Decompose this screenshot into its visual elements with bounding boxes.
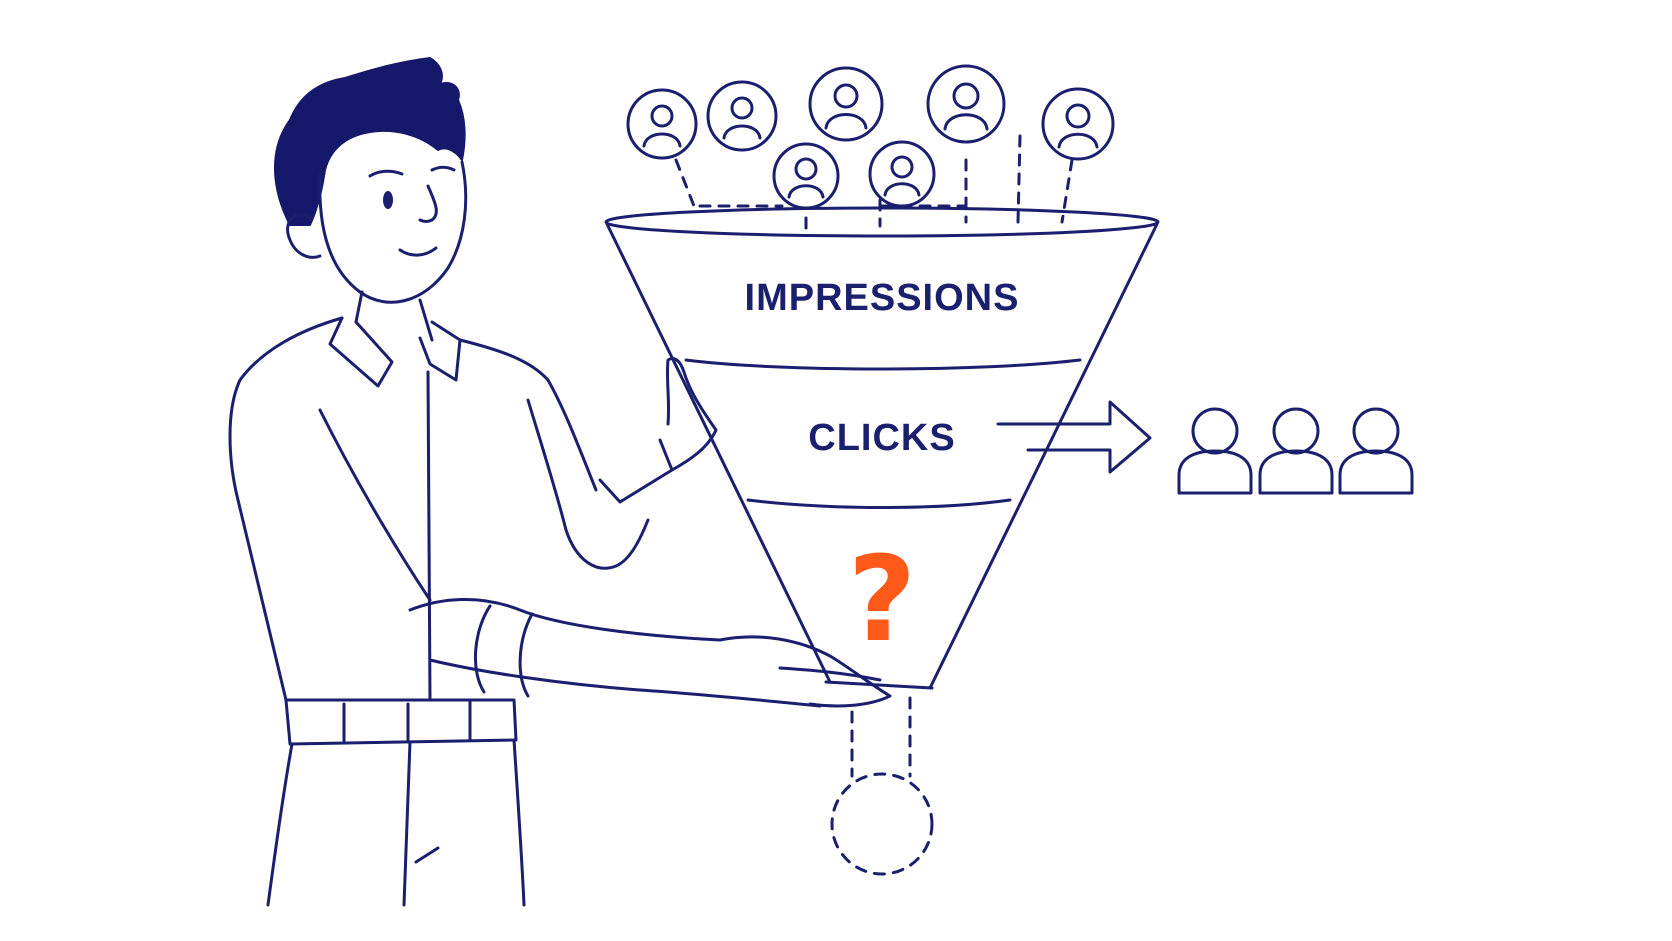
drop-line (674, 158, 696, 208)
funnel-divider-1 (684, 358, 1082, 371)
person-shirt-right (458, 338, 598, 492)
user-icon (1258, 407, 1334, 495)
user-circle-icon (1041, 87, 1115, 161)
person-lower-cuff (473, 604, 492, 694)
person-nose (418, 184, 438, 223)
person-collar (328, 316, 394, 388)
user-circle-icon (626, 88, 698, 160)
user-circle-icon (772, 142, 840, 210)
person-trousers-2 (512, 738, 526, 907)
drop-line (1060, 158, 1074, 224)
funnel-right-edge (928, 222, 1159, 690)
user-icon (1338, 407, 1414, 495)
person-belt (284, 698, 518, 746)
funnel-left-edge (605, 222, 832, 684)
person-shirt (228, 316, 344, 702)
person-trousers (266, 742, 294, 907)
person-figure (228, 57, 892, 907)
person-hair (273, 57, 466, 226)
arrow-right-icon (996, 400, 1152, 474)
person-pocket (414, 846, 440, 864)
funnel-spout (824, 680, 934, 690)
person-neck-2 (418, 298, 434, 342)
person-lower-arm (408, 597, 722, 642)
person-neck (354, 290, 364, 324)
funnel-label-impressions: IMPRESSIONS (745, 277, 1020, 319)
person-ear (286, 213, 322, 259)
dashed-circle-icon (830, 772, 934, 876)
user-icon (1177, 407, 1253, 495)
incoming-users (626, 64, 1115, 238)
person-fingers (778, 666, 882, 682)
person-lower-cuff-2 (518, 612, 534, 698)
user-circle-icon (808, 66, 884, 142)
person-palm (718, 635, 892, 708)
person-brow (368, 169, 404, 178)
funnel-label-clicks: CLICKS (808, 417, 955, 459)
drop-line (1016, 134, 1022, 224)
user-circle-icon (706, 80, 778, 152)
person-eye (383, 191, 393, 209)
converted-users (1177, 407, 1414, 495)
funnel-rim (604, 206, 1160, 238)
person-trouser-crease (402, 740, 412, 907)
person-smile (398, 246, 438, 257)
funnel-divider-2 (746, 498, 1012, 509)
missing-output (830, 696, 934, 876)
person-right-cuff (598, 438, 674, 504)
person-collar-2 (418, 320, 462, 382)
person-left-arm (318, 408, 432, 602)
user-circle-icon (868, 140, 936, 208)
question-mark: ? (848, 530, 916, 668)
person-raised-hand (665, 357, 718, 472)
person-brow-2 (430, 165, 456, 172)
funnel: IMPRESSIONS CLICKS ? (604, 206, 1160, 690)
person-face (318, 160, 468, 304)
person-lower-arm-2 (428, 658, 822, 708)
person-placket (426, 370, 432, 702)
person-right-arm (526, 398, 650, 570)
user-circle-icon (926, 64, 1006, 144)
